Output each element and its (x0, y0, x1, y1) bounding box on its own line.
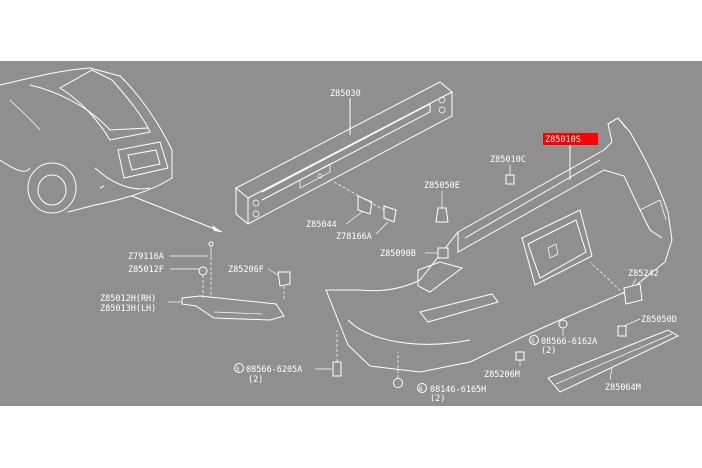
side-bracket-icon (181, 295, 285, 321)
label-valance: Z85064M (605, 383, 641, 393)
label-screw-6205a: 08566-6205A (246, 365, 302, 375)
lower-valance (547, 329, 680, 393)
retainer-206m-icon (515, 351, 525, 361)
label-screw-6162a: 08566-6162A (541, 337, 597, 347)
label-retainer-206m: Z85206M (484, 370, 520, 380)
label-bolt-78166a: Z78166A (336, 232, 372, 242)
license-bracket-icon (623, 283, 643, 305)
qty-screw-6162a: (2) (541, 346, 556, 356)
clip-d-icon (617, 325, 627, 337)
license-recess (521, 209, 593, 286)
label-bolt-6165h: 08146-6165H (430, 385, 486, 395)
qty-screw-6205a: (2) (248, 375, 263, 385)
clip-e-icon (435, 207, 449, 223)
label-retainer-79116a: Z79116A (128, 252, 164, 262)
screw-6205a-icon (332, 361, 342, 377)
svg-text:B: B (419, 386, 423, 393)
pointer-arrow (131, 195, 223, 233)
clip-icon (505, 174, 515, 185)
retainer-79116a-icon (208, 241, 214, 247)
label-clip-e: Z85050E (424, 181, 460, 191)
highlight-box (543, 133, 598, 145)
label-fascia-clip: Z85010C (490, 155, 526, 165)
exploded-view-drawing: Z85030 Z85010S Z85010C Z85050E Z85044 Z7… (0, 67, 680, 404)
bolt-78166a-icon (383, 205, 397, 223)
parts-diagram: Z85030 Z85010S Z85010C Z85050E Z85044 Z7… (0, 61, 702, 406)
reinforcement-bar (235, 81, 453, 225)
label-bracket-44: Z85044 (306, 220, 337, 230)
label-bracket-rh: Z85012H(RH) (100, 294, 156, 304)
bracket-44-icon (357, 195, 373, 215)
bolt-symbol-icon (393, 378, 403, 388)
label-retainer-b: Z85090B (380, 249, 416, 259)
svg-text:S: S (236, 366, 240, 373)
label-reinforcement: Z85030 (330, 89, 361, 99)
label-clip-d: Z85050D (641, 315, 677, 325)
screw-symbol-icon (234, 363, 244, 373)
svg-text:S: S (531, 338, 535, 345)
qty-bolt-6165h: (2) (430, 394, 445, 404)
bracket-206f-icon (277, 271, 291, 287)
retainer-b-icon (437, 247, 449, 259)
label-bumper-fascia: Z85010S (545, 135, 581, 145)
retainer-f-icon (198, 266, 208, 276)
label-license-bracket: Z85242 (628, 269, 659, 279)
label-bracket-206f: Z85206F (228, 265, 264, 275)
label-bracket-lh: Z85013H(LH) (100, 304, 156, 314)
car-rear-overview (0, 67, 173, 214)
screw-6162a-icon (558, 319, 568, 329)
label-retainer-f: Z85012F (128, 265, 164, 275)
